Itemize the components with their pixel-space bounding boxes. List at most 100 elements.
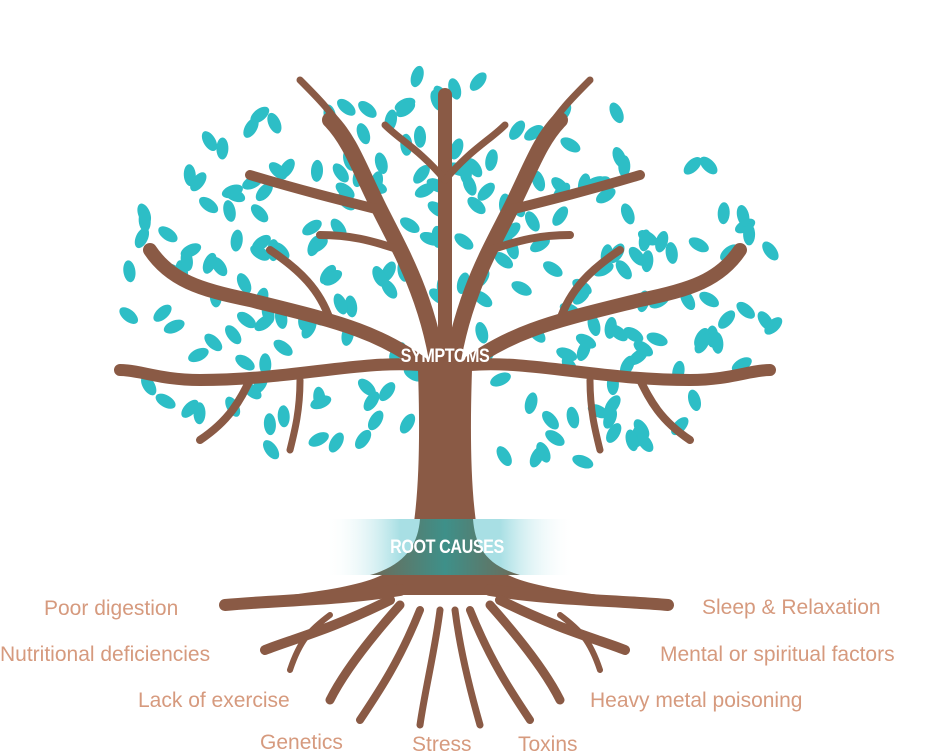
leaf	[494, 252, 514, 269]
leaf	[202, 252, 217, 274]
leaf	[638, 229, 652, 252]
leaf	[552, 206, 569, 226]
leaf	[363, 391, 380, 412]
leaf	[134, 227, 150, 249]
leaf	[467, 196, 486, 215]
leaf	[399, 413, 416, 434]
leaf	[221, 184, 243, 199]
leaf	[556, 347, 578, 362]
leaf	[566, 406, 580, 429]
leaf	[529, 446, 545, 468]
leaf	[687, 389, 702, 412]
leaf	[502, 222, 521, 240]
leaf	[604, 395, 621, 415]
leaf	[273, 339, 293, 356]
leaf	[466, 158, 483, 178]
cause-heavy-metal-poisoning: Heavy metal poisoning	[590, 689, 803, 712]
leaf	[137, 203, 152, 225]
leaf	[575, 333, 597, 349]
leaf	[606, 423, 622, 443]
leaf	[163, 319, 185, 334]
leaf	[545, 430, 565, 446]
leaf	[572, 454, 594, 469]
trunk	[290, 370, 600, 595]
leaf	[268, 162, 287, 180]
leaf	[322, 269, 343, 286]
leaf	[183, 164, 196, 187]
leaf	[665, 242, 678, 264]
leaf	[357, 378, 376, 397]
cause-nutritional-deficiencies: Nutritional deficiencies	[0, 643, 211, 666]
leaf	[263, 440, 280, 460]
cause-poor-digestion: Poor digestion	[44, 597, 179, 620]
leaf	[524, 124, 544, 141]
leaf	[123, 260, 136, 283]
leaf	[308, 432, 329, 447]
leaf	[542, 410, 559, 430]
leaf	[524, 392, 538, 414]
leaf	[193, 402, 206, 425]
leaf	[155, 393, 176, 409]
leaf	[469, 72, 487, 91]
leaf	[485, 149, 498, 171]
cause-mental-spiritual: Mental or spiritual factors	[660, 643, 895, 666]
leaf	[743, 223, 756, 246]
leaf	[736, 301, 755, 319]
branches	[114, 76, 776, 454]
leaf	[235, 354, 255, 371]
leaf	[236, 273, 252, 294]
leaf	[711, 331, 724, 354]
leaf	[596, 187, 616, 204]
trunk-band	[370, 519, 520, 575]
symptoms-label: SYMPTOMS	[400, 346, 490, 367]
leaf	[263, 413, 276, 436]
leaf	[251, 234, 271, 252]
leaf	[355, 429, 372, 449]
leaf	[655, 231, 669, 253]
leaves-canopy	[119, 65, 783, 469]
leaf	[496, 446, 512, 467]
leaf	[615, 260, 632, 280]
leaf	[475, 321, 489, 344]
leaf	[158, 226, 178, 243]
leaf	[337, 98, 356, 116]
leaf	[153, 304, 172, 322]
leaf	[310, 395, 332, 410]
leaf	[332, 163, 349, 183]
leaf	[477, 182, 495, 201]
leaf	[449, 138, 464, 160]
leaf	[378, 382, 396, 402]
leaf	[699, 291, 719, 308]
leaf	[625, 429, 639, 452]
leaf	[736, 204, 750, 227]
leaf	[587, 314, 601, 337]
leaf	[335, 182, 355, 199]
leaf	[628, 246, 646, 266]
leaf	[374, 152, 388, 174]
cause-genetics: Genetics	[260, 731, 343, 754]
leaf	[302, 219, 322, 236]
leaf	[308, 236, 328, 253]
leaf	[254, 314, 274, 332]
leaf	[699, 156, 718, 175]
leaf	[216, 137, 229, 160]
cause-toxins: Toxins	[518, 733, 578, 756]
leaf	[267, 112, 282, 134]
leaf	[358, 100, 377, 118]
leaf	[683, 157, 702, 175]
leaf	[694, 333, 710, 354]
leaf	[381, 279, 398, 299]
leaf	[641, 250, 654, 273]
root-causes-label: ROOT CAUSES	[390, 537, 504, 558]
leaf	[181, 399, 199, 418]
leaf	[511, 281, 532, 296]
leaf	[604, 316, 617, 339]
leaf	[543, 261, 563, 277]
leaf	[190, 172, 207, 192]
leaf	[636, 433, 654, 453]
leaf	[620, 203, 635, 225]
leaf	[413, 164, 430, 184]
leaf	[618, 155, 631, 178]
leaf	[188, 347, 209, 363]
